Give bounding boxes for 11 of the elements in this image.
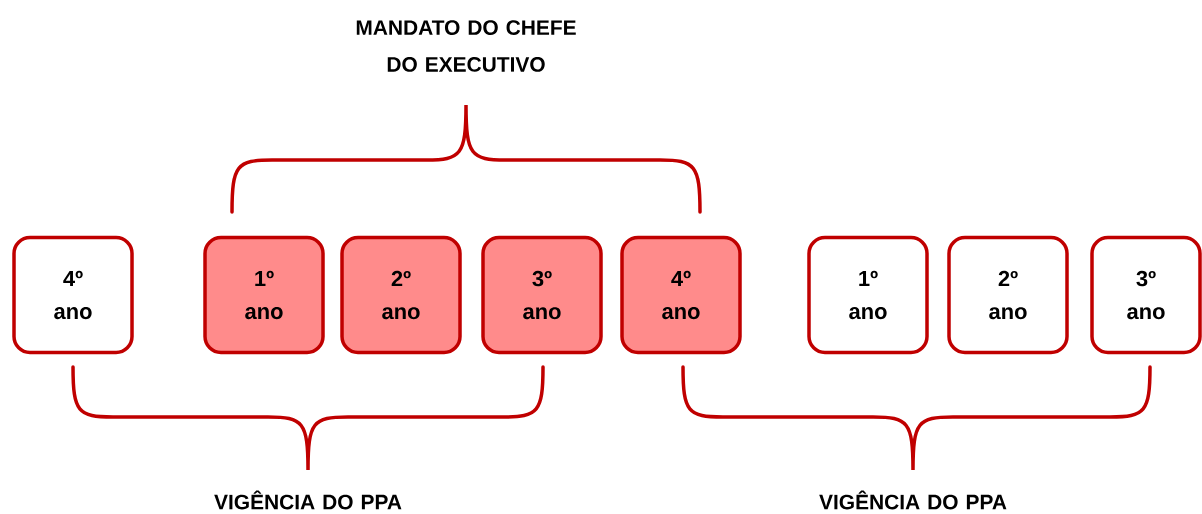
year-box: 4º ano [12, 235, 134, 355]
brace-label: VIGÊNCIA DO PPA [819, 490, 1007, 510]
brace-label: MANDATO DO CHEFE DO EXECUTIVO [356, 20, 576, 72]
brace-label: VIGÊNCIA DO PPA [214, 490, 402, 510]
year-box: 4º ano [620, 235, 742, 355]
year-box: 3º ano [481, 235, 603, 355]
year-box: 3º ano [1090, 235, 1202, 355]
year-box: 1º ano [203, 235, 325, 355]
year-box: 2º ano [947, 235, 1069, 355]
year-box: 1º ano [807, 235, 929, 355]
year-box: 2º ano [340, 235, 462, 355]
